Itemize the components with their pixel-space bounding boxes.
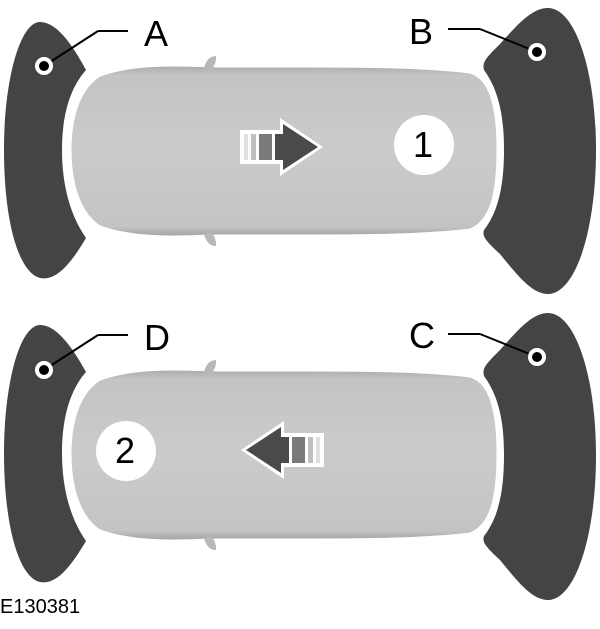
sensor-zone-front-right (483, 8, 596, 294)
sensor-zone-rear-left (4, 325, 86, 583)
sensor-point-d (39, 365, 49, 375)
mirror-right (204, 536, 217, 550)
sensor-point-c (532, 352, 542, 362)
sensor-zone-rear-left (4, 22, 86, 279)
mirror-left (204, 360, 217, 374)
sensor-point-b (532, 47, 542, 57)
mirror-right (204, 232, 217, 246)
step-badge-1 (394, 115, 454, 175)
step-number-2: 2 (115, 430, 136, 471)
direction-arrow-forward (240, 118, 323, 176)
sensor-zone-front-right (483, 313, 596, 600)
direction-arrow-reverse (241, 421, 324, 479)
step-number-1: 1 (413, 124, 434, 165)
sensor-label-b: B (409, 11, 434, 52)
panel-forward (4, 8, 596, 294)
sensor-label-d: D (144, 317, 170, 358)
panel-reverse (4, 313, 596, 600)
sensor-point-a (39, 61, 49, 71)
sensor-label-c: C (409, 315, 435, 356)
step-badge-2 (96, 421, 156, 481)
sensor-label-a: A (144, 13, 169, 54)
mirror-left (204, 56, 217, 70)
figure-id-caption: E130381 (0, 596, 81, 618)
